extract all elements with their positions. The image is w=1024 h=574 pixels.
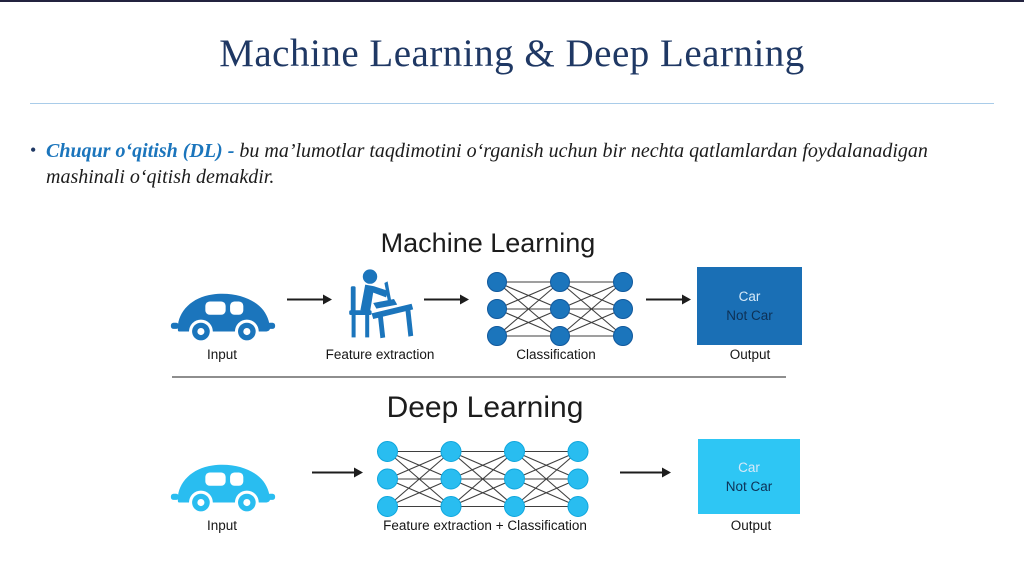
ml-output-box: Car Not Car xyxy=(697,267,802,345)
ml-input-label: Input xyxy=(206,347,238,362)
car-icon xyxy=(170,464,276,515)
dl-output-label: Output xyxy=(730,518,772,533)
title-divider-line xyxy=(30,103,994,104)
dl-feature-classification-label: Feature extraction + Classification xyxy=(383,518,587,533)
arrow-icon xyxy=(646,294,691,305)
ml-classification-label: Classification xyxy=(516,347,596,362)
dl-heading: Deep Learning xyxy=(386,391,584,424)
arrow-icon xyxy=(424,294,469,305)
car-icon xyxy=(170,293,276,344)
bullet-dot: • xyxy=(30,140,37,160)
page-title: Machine Learning & Deep Learning xyxy=(219,32,805,75)
ml-heading: Machine Learning xyxy=(380,228,596,258)
output-notcar-label: Not Car xyxy=(726,308,773,323)
bullet-point: • Chuqur o‘qitish (DL) - bu ma’lumotlar … xyxy=(28,138,928,191)
dl-network-diagram xyxy=(377,441,589,517)
ml-network-diagram xyxy=(487,272,633,346)
dl-input-label: Input xyxy=(206,518,238,533)
output-car-label: Car xyxy=(738,459,760,475)
ml-feature-extraction-label: Feature extraction xyxy=(325,347,435,362)
arrow-icon xyxy=(287,294,332,305)
arrow-icon xyxy=(620,467,671,478)
section-divider-line xyxy=(172,376,786,378)
output-notcar-label: Not Car xyxy=(725,478,773,494)
bullet-lead-text: Chuqur o‘qitish (DL) - xyxy=(46,140,240,162)
output-car-label: Car xyxy=(738,289,761,304)
dl-output-box: Car Not Car xyxy=(698,439,800,514)
bullet-body-text: bu ma’lumotlar taqdimotini o‘rganish uch… xyxy=(46,140,928,189)
ml-output-label: Output xyxy=(729,347,771,362)
person-at-laptop-icon xyxy=(349,269,414,339)
arrow-icon xyxy=(312,467,363,478)
